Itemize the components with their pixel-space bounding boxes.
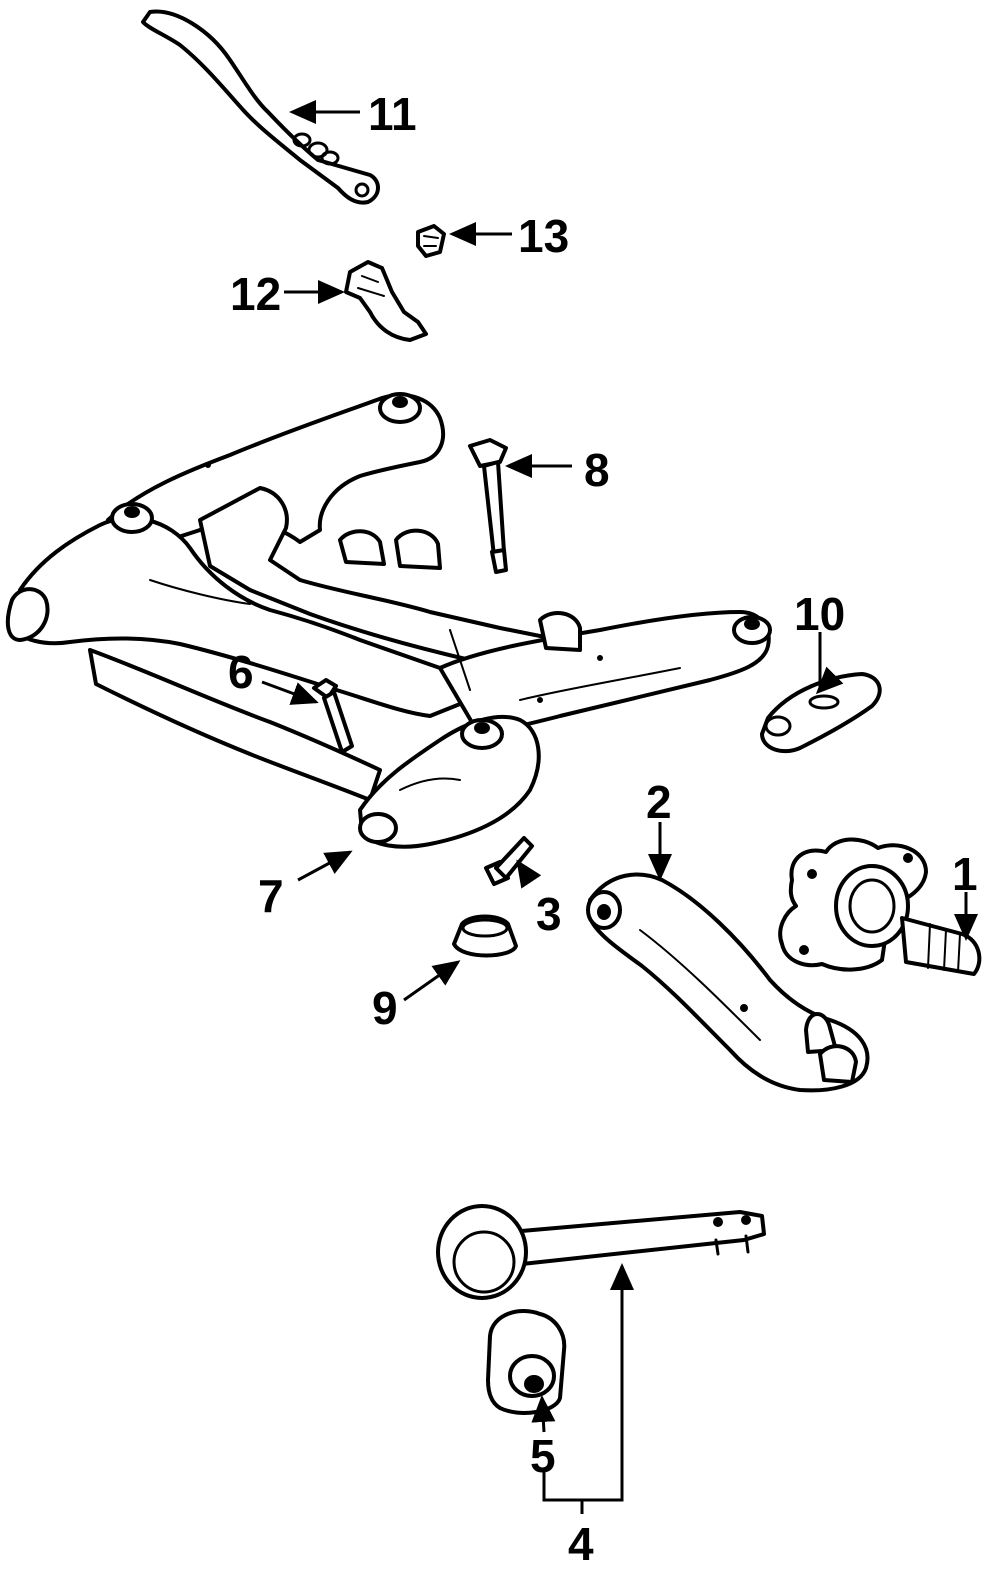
leader-6 — [261, 680, 319, 705]
leader-9 — [403, 960, 461, 1002]
part-6-bolt — [312, 678, 354, 754]
callout-8: 8 — [584, 444, 610, 496]
callout-1: 1 — [952, 848, 978, 900]
part-8-bolt — [468, 438, 508, 574]
part-3-bolt — [484, 836, 534, 886]
part-2-control-arm — [586, 872, 870, 1093]
leader-7 — [297, 850, 353, 882]
callout-7: 7 — [258, 870, 284, 922]
part-4-strut-rod — [436, 1204, 766, 1300]
leader-lines — [261, 100, 978, 1514]
part-11-tie-rod — [141, 9, 380, 205]
callout-9: 9 — [372, 982, 398, 1034]
part-12-bracket — [344, 260, 428, 342]
callout-3: 3 — [536, 888, 562, 940]
leader-5 — [531, 1395, 556, 1433]
part-9-bushing — [452, 914, 518, 958]
callout-13: 13 — [518, 210, 569, 262]
part-13-clip — [416, 224, 446, 258]
leader-10 — [815, 632, 844, 695]
callout-10: 10 — [794, 588, 845, 640]
part-5-bushing — [486, 1309, 567, 1415]
leader-3 — [516, 859, 542, 889]
callout-4: 4 — [568, 1518, 594, 1570]
callout-12: 12 — [230, 268, 281, 320]
callout-5: 5 — [530, 1430, 556, 1482]
callout-labels: 11 13 12 8 10 6 2 1 7 3 9 5 4 — [228, 88, 978, 1570]
part-crossmember-subframe — [5, 392, 772, 849]
part-1-spindle — [778, 837, 982, 976]
callout-2: 2 — [646, 776, 672, 828]
callout-6: 6 — [228, 646, 254, 698]
callout-11: 11 — [368, 88, 417, 140]
